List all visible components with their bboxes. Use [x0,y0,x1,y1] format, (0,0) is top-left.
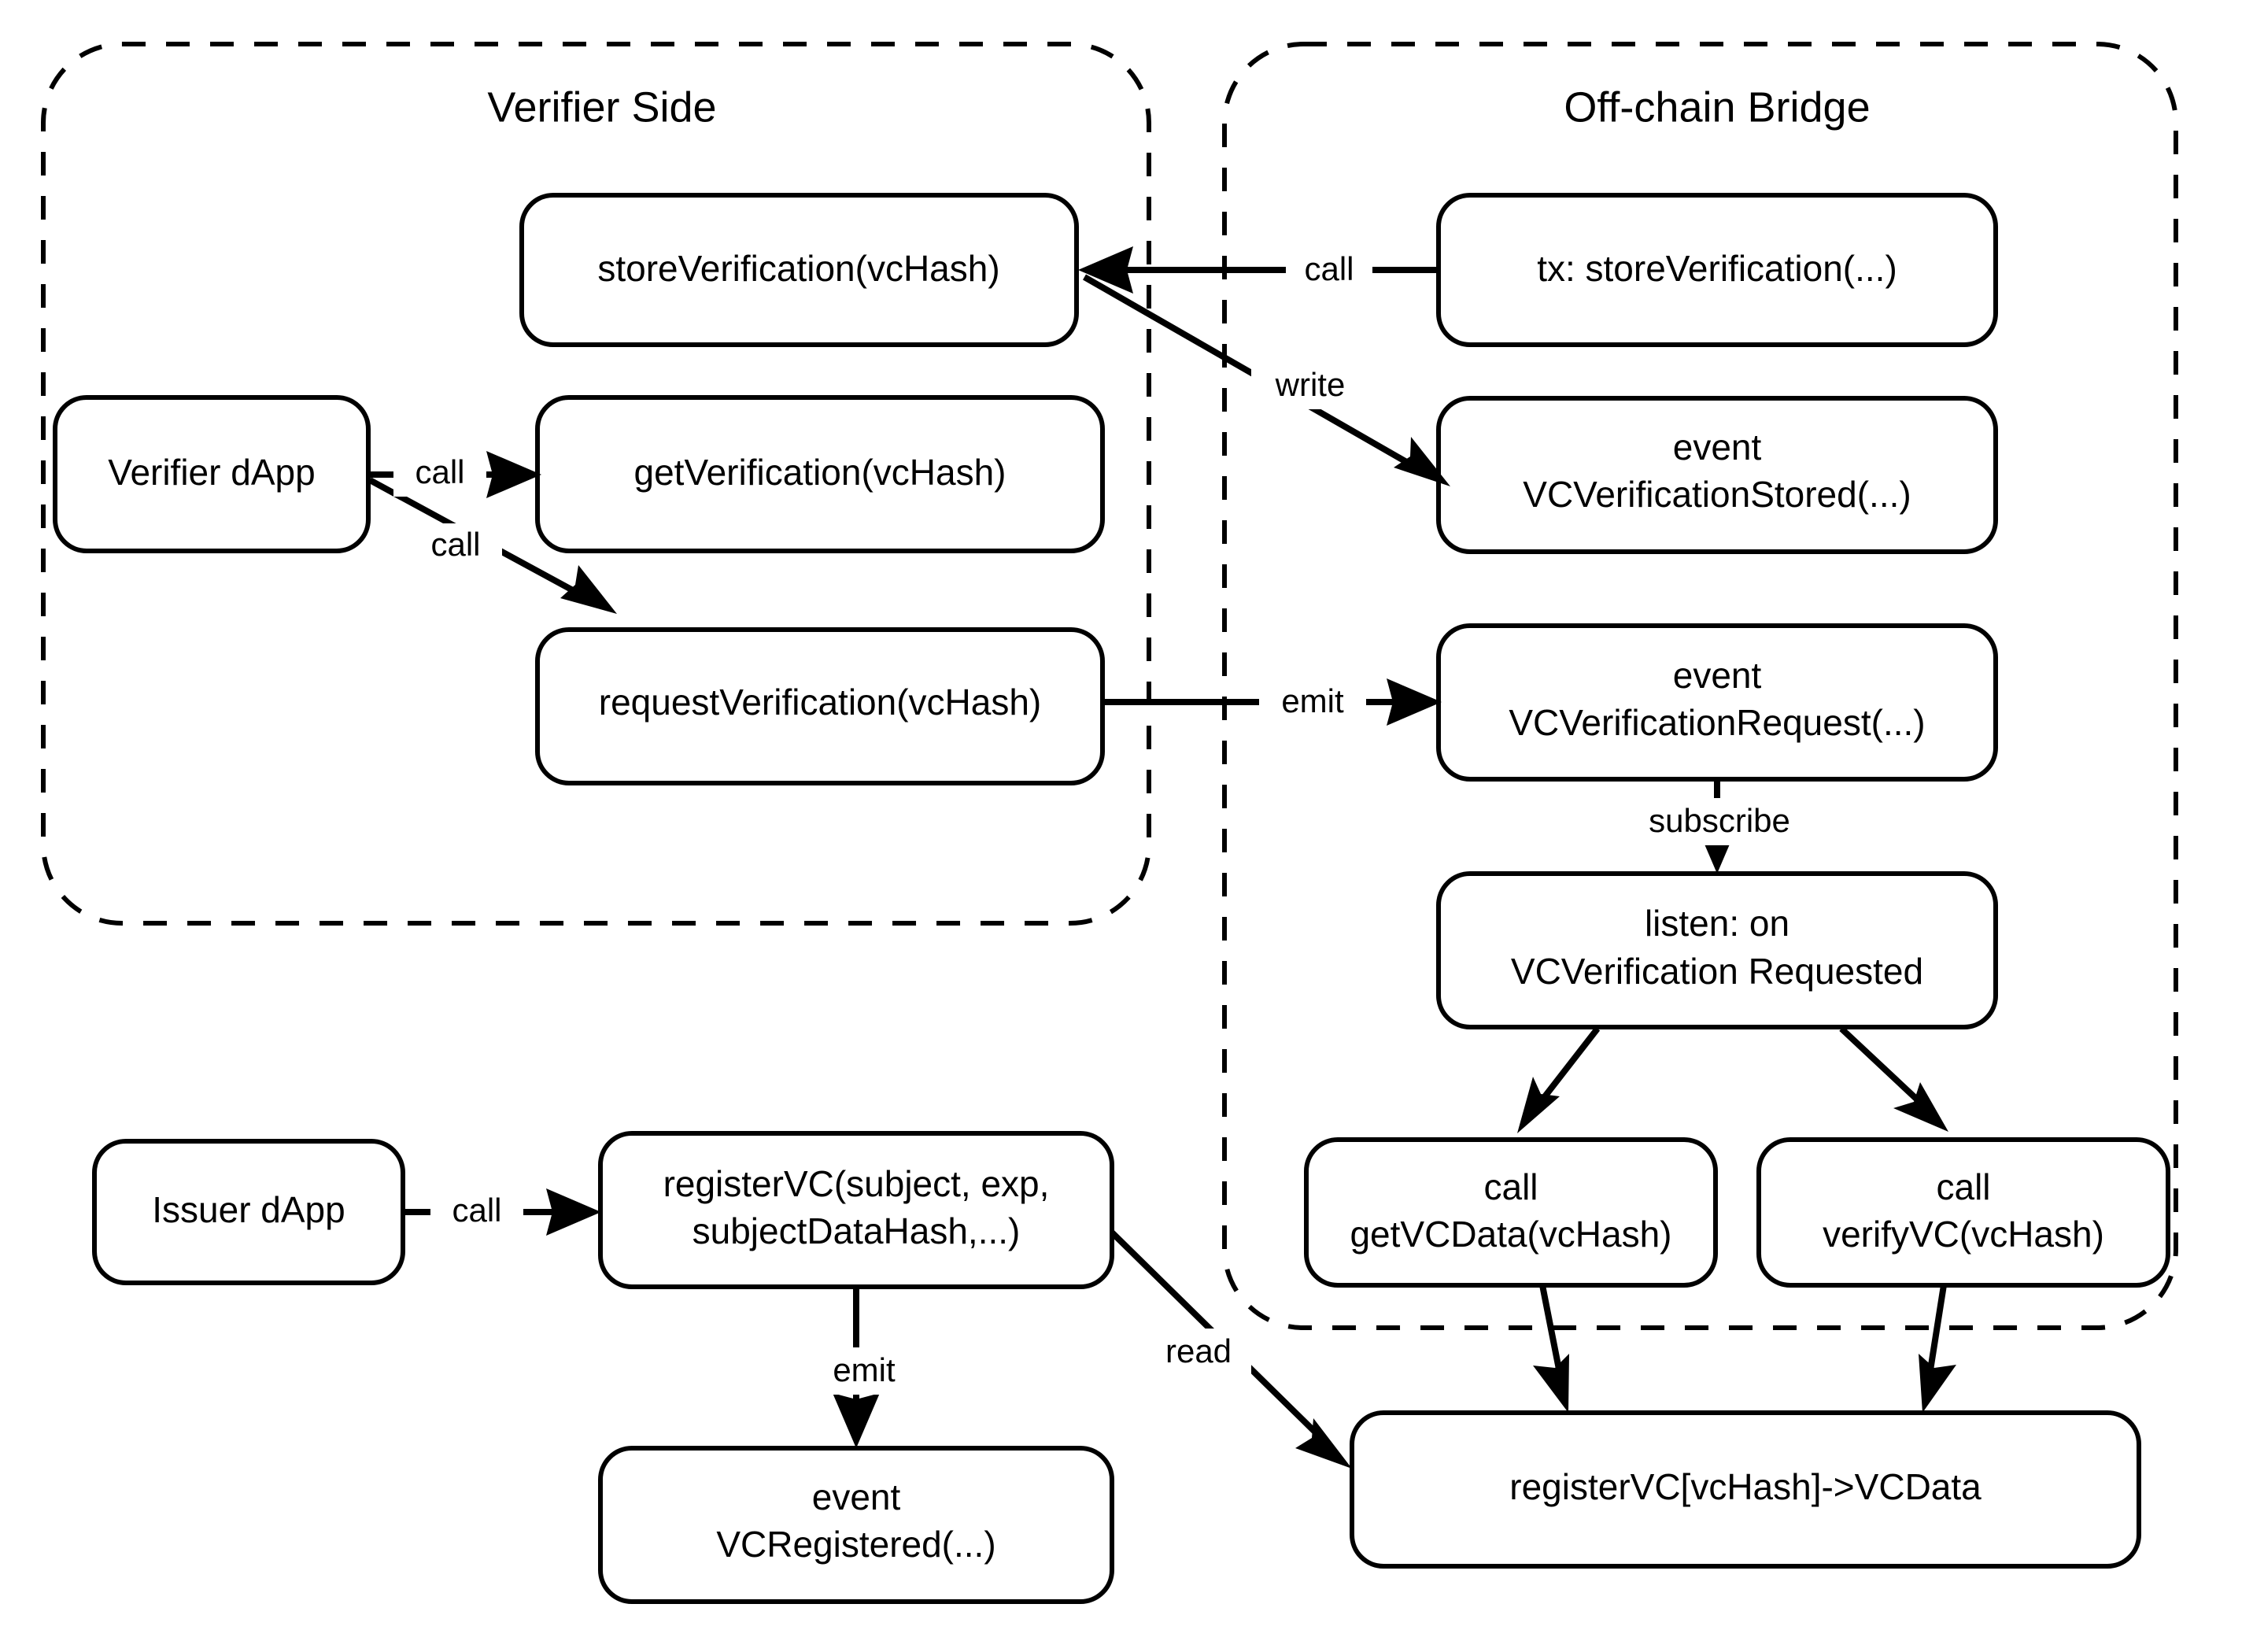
node-label-register-vc-1: registerVC(subject, exp, [663,1163,1050,1204]
node-label-event-vc-registered-2: VCRegistered(...) [716,1524,995,1565]
node-call-verify-vc[interactable] [1756,1137,2170,1288]
node-label-call-verify-vc-1: call [1936,1166,1990,1207]
node-label-listen-2: VCVerification Requested [1511,951,1923,992]
edge-label-read: read [1145,1329,1251,1376]
node-label-event-vc-verification-request-1: event [1673,655,1762,696]
node-label-event-vc-verification-stored-2: VCVerificationStored(...) [1523,474,1911,515]
edge-label-subscribe: subscribe [1621,798,1818,845]
svg-text:call: call [430,526,480,563]
svg-text:call: call [1304,250,1354,287]
edge-label-call-request: call [409,523,502,569]
node-label-issuer-dapp: Issuer dApp [152,1189,345,1230]
node-label-verifier-dapp: Verifier dApp [108,452,315,493]
edge-listen-to-verify-vc [1839,1026,1948,1132]
svg-text:call: call [452,1192,501,1229]
node-label-register-vc-2: subjectDataHash,...) [693,1210,1021,1251]
node-label-event-vc-registered-1: event [812,1476,901,1517]
node-label-store-verification: storeVerification(vcHash) [597,248,999,289]
node-label-register-vc-mapping: registerVC[vcHash]->VCData [1509,1466,1982,1507]
edge-tx-to-store [1078,246,1439,294]
node-label-call-get-vc-data-2: getVCData(vcHash) [1350,1214,1671,1255]
edge-listen-to-get-vc-data [1517,1026,1601,1133]
group-off-chain-bridge [1222,42,2178,1330]
node-register-vc-mapping[interactable] [1350,1410,2141,1569]
node-label-request-verification: requestVerification(vcHash) [599,682,1041,723]
svg-text:call: call [415,453,464,490]
svg-text:emit: emit [833,1351,896,1388]
group-verifier-side [41,42,1151,926]
node-label-listen-1: listen: on [1645,903,1789,944]
node-label-tx-store-verification: tx: storeVerification(...) [1537,248,1897,289]
group-title-verifier-side: Verifier Side [487,83,716,131]
svg-text:write: write [1275,366,1346,403]
edge-get-vc-data-to-mapping [1533,1284,1569,1413]
edge-label-emit-request: emit [1259,678,1366,726]
node-label-call-get-vc-data-1: call [1483,1166,1538,1207]
group-title-off-chain-bridge: Off-chain Bridge [1564,83,1870,131]
node-label-get-verification: getVerification(vcHash) [634,452,1006,493]
node-call-get-vc-data[interactable] [1304,1137,1718,1288]
node-store-verification[interactable] [519,193,1079,347]
edge-verify-vc-to-mapping [1919,1284,1956,1413]
edge-label-emit-register: emit [809,1347,919,1395]
edge-label-write: write [1251,362,1369,409]
svg-text:read: read [1165,1332,1232,1369]
node-label-call-verify-vc-2: verifyVC(vcHash) [1823,1214,2104,1255]
edge-label-call-tx: call [1286,246,1372,294]
node-request-verification[interactable] [535,627,1105,785]
node-label-event-vc-verification-stored-1: event [1673,427,1762,468]
edge-label-call-issuer: call [430,1189,523,1235]
edge-label-call-get: call [393,451,486,497]
svg-text:emit: emit [1281,682,1344,719]
svg-text:subscribe: subscribe [1649,802,1790,839]
node-label-event-vc-verification-request-2: VCVerificationRequest(...) [1509,702,1925,743]
